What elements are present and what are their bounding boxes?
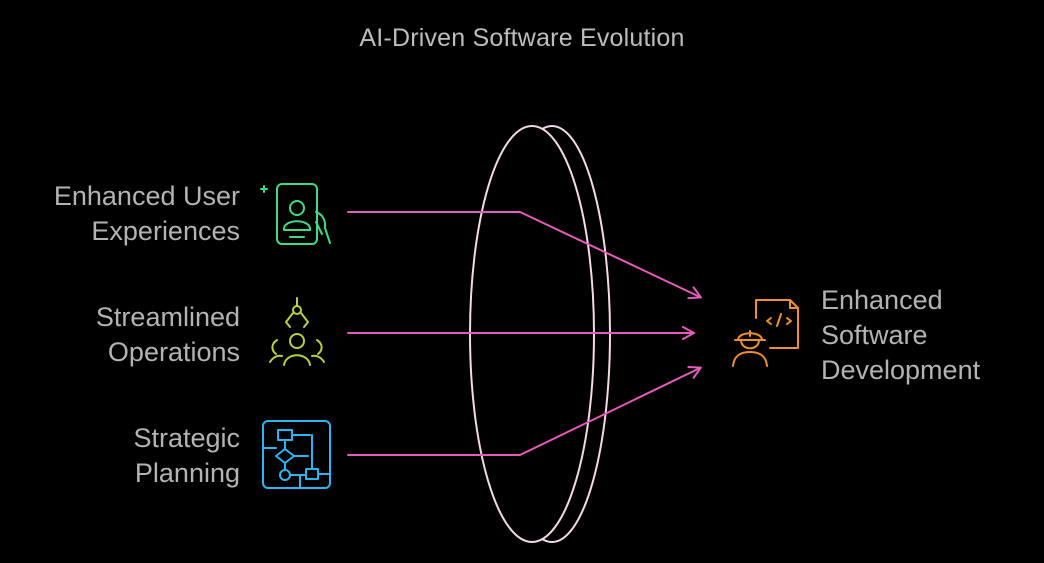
flowchart-icon xyxy=(262,420,331,489)
engineer-code-icon xyxy=(732,299,799,367)
arrow-strategic-planning xyxy=(347,365,702,456)
output-label-software-development: Enhanced Software Development xyxy=(821,283,1031,388)
input-label-line: Planning xyxy=(134,458,240,488)
input-label-user-experiences: Enhanced User Experiences xyxy=(40,179,240,249)
input-label-strategic-planning: Strategic Planning xyxy=(40,421,240,491)
robotic-arm-operator-icon xyxy=(269,297,325,366)
output-label-line: Enhanced xyxy=(821,285,943,315)
input-label-line: Operations xyxy=(107,337,240,367)
input-label-line: Experiences xyxy=(91,216,240,246)
input-label-line: Strategic xyxy=(133,423,240,453)
output-label-line: Software xyxy=(821,320,928,350)
arrows xyxy=(347,211,702,456)
output-label-line: Development xyxy=(821,355,981,385)
diagram-title: AI-Driven Software Evolution xyxy=(359,24,685,52)
user-smartphone-icon xyxy=(260,183,331,245)
input-label-streamlined-operations: Streamlined Operations xyxy=(40,300,240,370)
input-label-line: Streamlined xyxy=(95,302,240,332)
arrow-user-experiences xyxy=(347,211,702,300)
input-label-line: Enhanced User xyxy=(53,181,240,211)
